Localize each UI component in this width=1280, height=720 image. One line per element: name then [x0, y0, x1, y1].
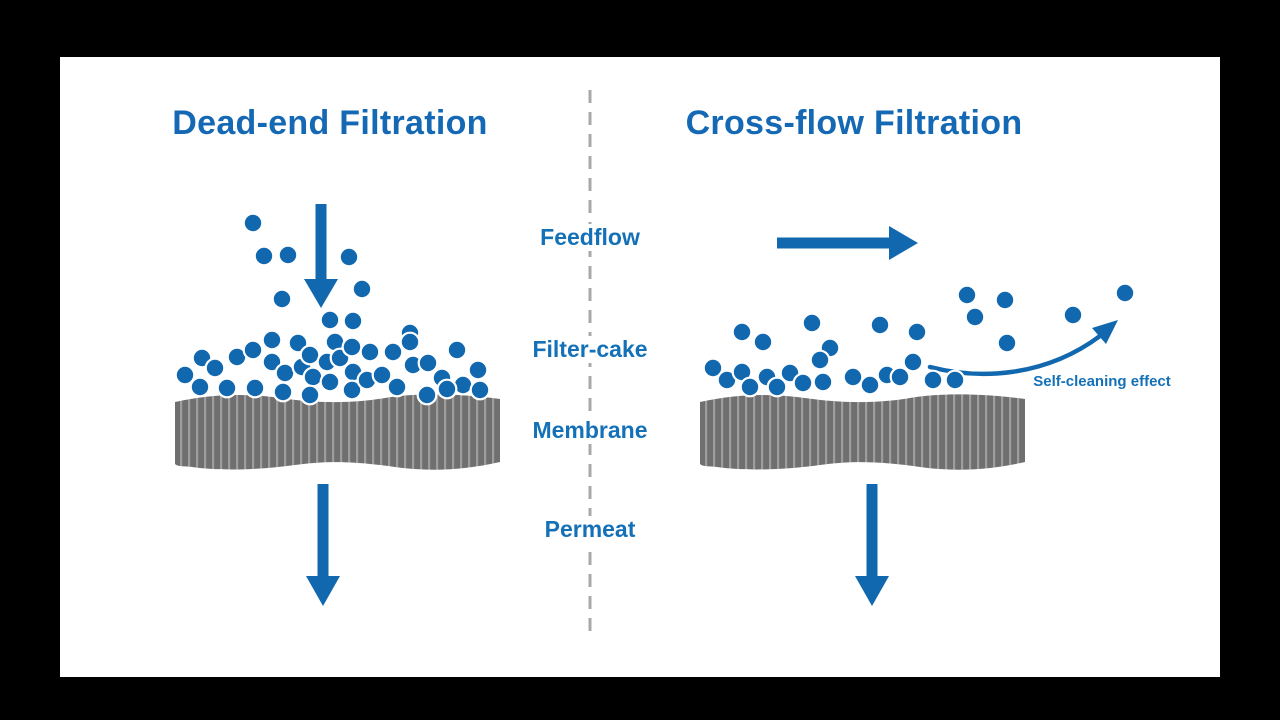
left-panel-title: Dead-end Filtration — [172, 104, 488, 142]
particle-dot — [371, 364, 393, 386]
particle-dot — [902, 351, 924, 373]
particle-dot — [812, 371, 834, 393]
diagram-canvas: Dead-end Filtration Cross-flow Filtratio… — [60, 57, 1220, 677]
particle-dot — [274, 362, 296, 384]
particle-dot — [1062, 304, 1084, 326]
particle-dot — [382, 341, 404, 363]
particle-dot — [174, 364, 196, 386]
particle-dot — [869, 314, 891, 336]
right-layer-dots — [702, 357, 966, 398]
particle-dot — [261, 329, 283, 351]
label-filter-cake: Filter-cake — [520, 336, 660, 363]
particle-dot — [204, 357, 226, 379]
particle-dot — [906, 321, 928, 343]
particle-dot — [739, 376, 761, 398]
particle-dot — [922, 369, 944, 391]
left-cake-dots — [174, 329, 491, 406]
particle-dot — [1114, 282, 1136, 304]
particle-dot — [242, 339, 264, 361]
particle-dot — [341, 336, 363, 358]
particle-dot — [342, 310, 364, 332]
particle-dot — [271, 288, 293, 310]
particle-dot — [302, 366, 324, 388]
particle-dot — [766, 376, 788, 398]
particle-dot — [272, 381, 294, 403]
particle-dot — [469, 379, 491, 401]
particle-dot — [319, 371, 341, 393]
particle-dot — [399, 331, 421, 353]
self-cleaning-label: Self-cleaning effect — [1033, 373, 1171, 390]
particle-dot — [277, 244, 299, 266]
particle-dot — [752, 331, 774, 353]
label-feedflow: Feedflow — [528, 224, 652, 251]
particle-dot — [842, 366, 864, 388]
particle-dot — [859, 374, 881, 396]
left-permeate-arrow — [306, 484, 340, 606]
particle-dot — [299, 384, 321, 406]
particle-dot — [386, 376, 408, 398]
particle-dot — [996, 332, 1018, 354]
right-panel-title: Cross-flow Filtration — [685, 104, 1023, 142]
particle-dot — [944, 369, 966, 391]
particle-dot — [809, 349, 831, 371]
particle-dot — [964, 306, 986, 328]
diagram-svg — [174, 90, 1136, 637]
right-membrane — [700, 394, 1025, 470]
particle-dot — [244, 377, 266, 399]
particle-dot — [359, 341, 381, 363]
particle-dot — [446, 339, 468, 361]
particle-dot — [889, 366, 911, 388]
particle-dot — [416, 384, 438, 406]
particle-dot — [994, 289, 1016, 311]
label-permeat: Permeat — [532, 516, 648, 543]
right-feedflow-arrow — [777, 226, 918, 260]
label-membrane: Membrane — [520, 417, 660, 444]
left-scatter-dots — [242, 212, 421, 344]
right-permeate-arrow — [855, 484, 889, 606]
particle-dot — [801, 312, 823, 334]
particle-dot — [436, 378, 458, 400]
particle-dot — [338, 246, 360, 268]
right-scatter-dots — [731, 282, 1136, 373]
particle-dot — [216, 377, 238, 399]
particle-dot — [242, 212, 264, 234]
left-feed-arrow — [304, 204, 338, 308]
particle-dot — [731, 321, 753, 343]
particle-dot — [956, 284, 978, 306]
particle-dot — [467, 359, 489, 381]
particle-dot — [261, 351, 283, 373]
particle-dot — [351, 278, 373, 300]
particle-dot — [319, 309, 341, 331]
particle-dot — [702, 357, 724, 379]
particle-dot — [341, 379, 363, 401]
particle-dot — [417, 352, 439, 374]
particle-dot — [189, 376, 211, 398]
self-cleaning-arrow — [927, 320, 1118, 377]
particle-dot — [299, 344, 321, 366]
particle-dot — [792, 372, 814, 394]
left-membrane — [175, 394, 500, 470]
particle-dot — [253, 245, 275, 267]
